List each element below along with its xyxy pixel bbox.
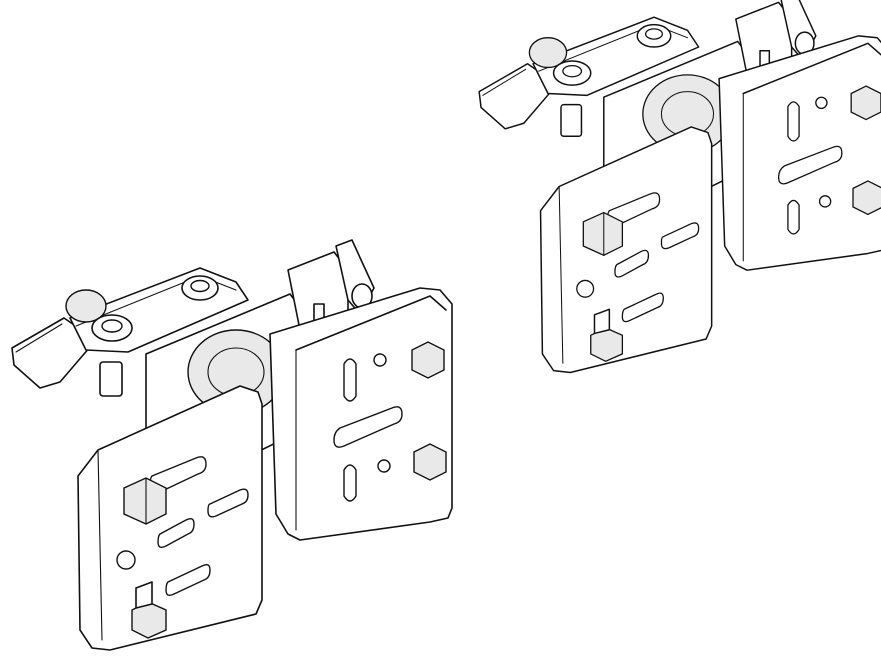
bracket-assembly-rear [478, 0, 881, 374]
bracket-assembly-front [11, 239, 453, 651]
